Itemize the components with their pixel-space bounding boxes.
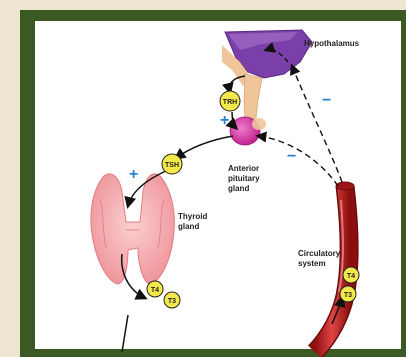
trh-label: TRH — [223, 99, 237, 106]
thyroid-gland-label-2: gland — [178, 222, 199, 231]
thyroid-gland-shape — [91, 174, 174, 284]
tsh-label: TSH — [165, 162, 179, 169]
t3-thyroid-label: T3 — [168, 298, 176, 305]
hypothalamus-label: Hypothalamus — [304, 39, 360, 48]
pituitary-to-tsh-arrow — [176, 136, 233, 158]
circulatory-system-label-2: system — [298, 259, 326, 268]
thyroid-gland-label-1: Thyroid — [178, 212, 207, 221]
hypothalamus-shape — [222, 30, 312, 86]
plus-sign-trh: + — [220, 112, 229, 129]
t3-thyroid-badge: T3 — [164, 292, 180, 308]
circulatory-system-label-1: Circulatory — [298, 249, 341, 258]
anterior-pituitary-label-2: pituitary — [228, 174, 260, 183]
t4-thyroid-badge: T4 — [147, 281, 163, 297]
t4-vessel-badge: T4 — [343, 267, 359, 283]
anterior-pituitary-label-1: Anterior — [228, 164, 259, 173]
trh-badge: TRH — [220, 91, 240, 111]
anterior-pituitary-label-3: gland — [228, 184, 249, 193]
tsh-badge: TSH — [162, 154, 182, 174]
hormones-to-circulation-line — [122, 315, 128, 352]
minus-sign-pituitary: − — [287, 148, 296, 165]
plus-sign-tsh: + — [129, 166, 138, 183]
t3-vessel-label: T3 — [344, 292, 352, 299]
feedback-to-hypothalamus-arrow — [292, 66, 342, 182]
t4-thyroid-label: T4 — [151, 287, 159, 294]
pituitary-stalk — [244, 74, 262, 120]
t4-vessel-label: T4 — [347, 273, 355, 280]
t3-vessel-badge: T3 — [340, 286, 356, 302]
minus-sign-hypothalamus: − — [322, 92, 331, 109]
